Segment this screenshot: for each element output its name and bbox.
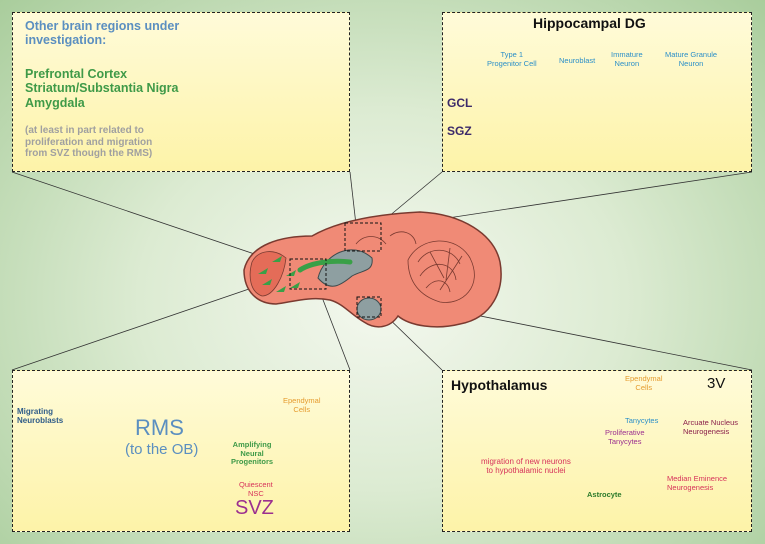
amplifying-progenitors-label: Amplifying Neural Progenitors <box>231 440 274 467</box>
hypothalamus-title: Hypothalamus <box>451 377 548 393</box>
hippocampus-title: Hippocampal DG <box>533 15 646 31</box>
region-item: Prefrontal Cortex <box>25 67 128 81</box>
neuroblast-label: Neuroblast <box>559 56 596 65</box>
region-item: Amygdala <box>25 95 85 110</box>
migration-label: migration of new neurons to hypothalamic… <box>481 457 571 476</box>
other-regions-note: (at least in part related to proliferati… <box>25 125 153 159</box>
immature-neuron-label: Immature Neuron <box>611 50 643 68</box>
panel-hypothalamus: Hypothalamus Ependymal Cells 3V Tanycyte… <box>442 370 752 532</box>
migrating-neuroblasts-label: Migrating Neuroblasts <box>17 407 64 426</box>
sgz-label: SGZ <box>447 124 472 138</box>
mature-neuron-label: Mature Granule Neuron <box>665 50 718 68</box>
type1-label: Type 1 Progenitor Cell <box>487 50 537 68</box>
arcuate-nucleus-label: Arcuate Nucleus Neurogenesis <box>683 418 739 436</box>
rms-label: RMS <box>135 415 184 440</box>
quiescent-nsc-label: Quiescent NSC <box>239 480 273 498</box>
svz-label: SVZ <box>235 497 274 519</box>
rms-sublabel: (to the OB) <box>125 441 199 458</box>
third-ventricle-label: 3V <box>707 375 726 392</box>
other-regions-list: Prefrontal Cortex Striatum/Substantia Ni… <box>25 67 179 110</box>
astrocyte-label: Astrocyte <box>587 490 622 499</box>
brain-sagittal-section <box>243 211 502 328</box>
panel-svz-rms: Migrating Neuroblasts RMS (to the OB) Ep… <box>12 370 350 532</box>
region-item: Striatum/Substantia Nigra <box>25 81 179 96</box>
other-regions-heading: Other brain regions under investigation: <box>25 19 180 48</box>
panel-hippocampal-dg: Hippocampal DG Type 1 Progenitor Cell Ne… <box>442 12 752 172</box>
hypothalamus-ependymal-label: Ependymal Cells <box>625 374 663 392</box>
gcl-label: GCL <box>447 96 473 110</box>
panel-other-regions: Other brain regions under investigation:… <box>12 12 350 172</box>
svz-ependymal-label: Ependymal Cells <box>283 396 321 414</box>
tanycytes-label: Tanycytes <box>625 416 659 425</box>
median-eminence-label: Median Eminence Neurogenesis <box>667 474 728 492</box>
proliferative-tanycytes-label: Proliferative Tanycytes <box>605 428 645 446</box>
